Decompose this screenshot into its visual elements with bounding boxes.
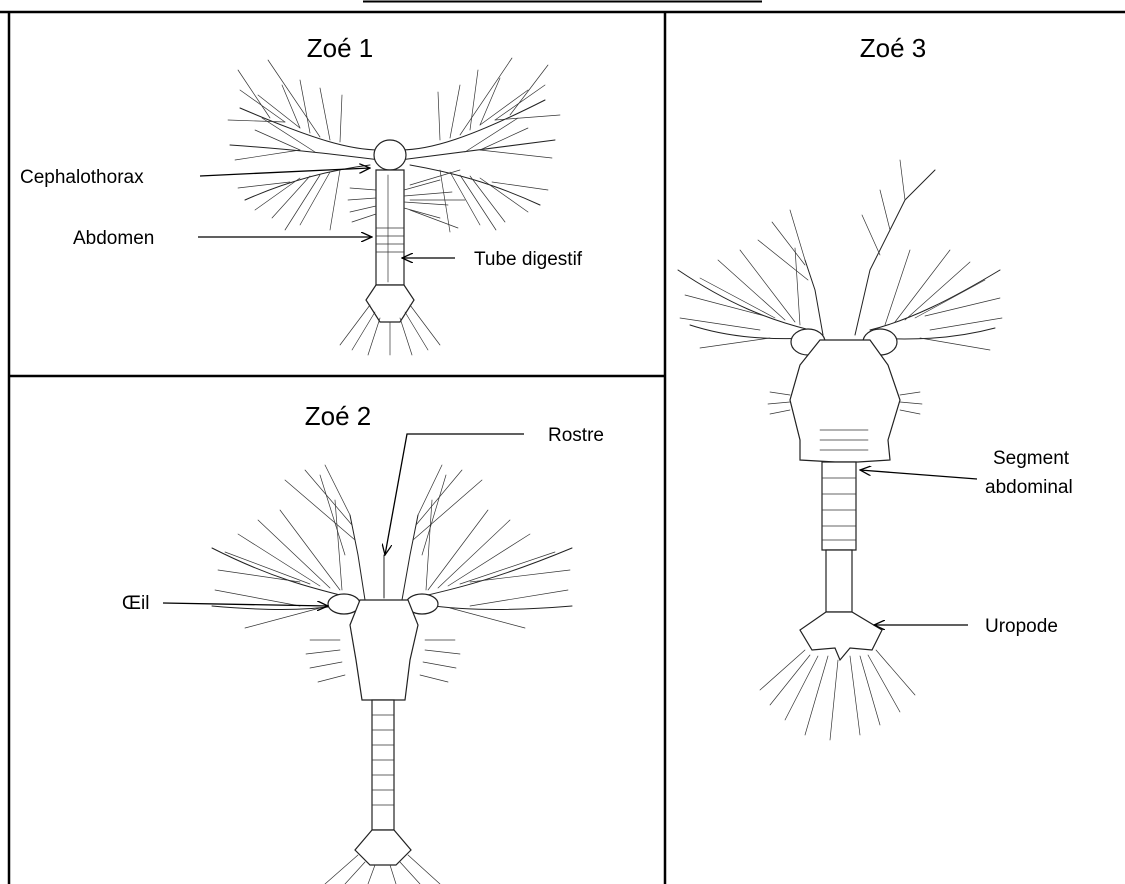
label-segment-abdominal-line1: Segment <box>993 448 1070 469</box>
arrow-rostre <box>385 434 524 555</box>
arrow-oeil <box>163 603 328 606</box>
arrow-segment-abdominal <box>860 470 977 479</box>
label-oeil: Œil <box>122 593 149 614</box>
zoe-3-title: Zoé 3 <box>860 33 927 63</box>
panel-zoe-2: Zoé 2 <box>122 401 604 884</box>
label-rostre: Rostre <box>548 425 604 446</box>
label-segment-abdominal-line2: abdominal <box>985 477 1073 498</box>
label-tube-digestif: Tube digestif <box>474 249 583 270</box>
zoe-3-larva-drawing <box>678 160 1002 740</box>
label-abdomen: Abdomen <box>73 228 154 249</box>
label-cephalothorax: Cephalothorax <box>20 167 144 188</box>
zoe-1-title: Zoé 1 <box>307 33 374 63</box>
zoe-2-title: Zoé 2 <box>305 401 372 431</box>
arrow-cephalothorax <box>200 168 370 176</box>
zoe-1-larva-drawing <box>228 58 560 355</box>
panel-zoe-3: Zoé 3 <box>678 33 1073 740</box>
zoe-2-larva-drawing <box>212 465 572 884</box>
label-uropode: Uropode <box>985 616 1058 637</box>
panel-grid <box>0 12 1125 884</box>
panel-zoe-1: Zoé 1 <box>20 33 583 355</box>
